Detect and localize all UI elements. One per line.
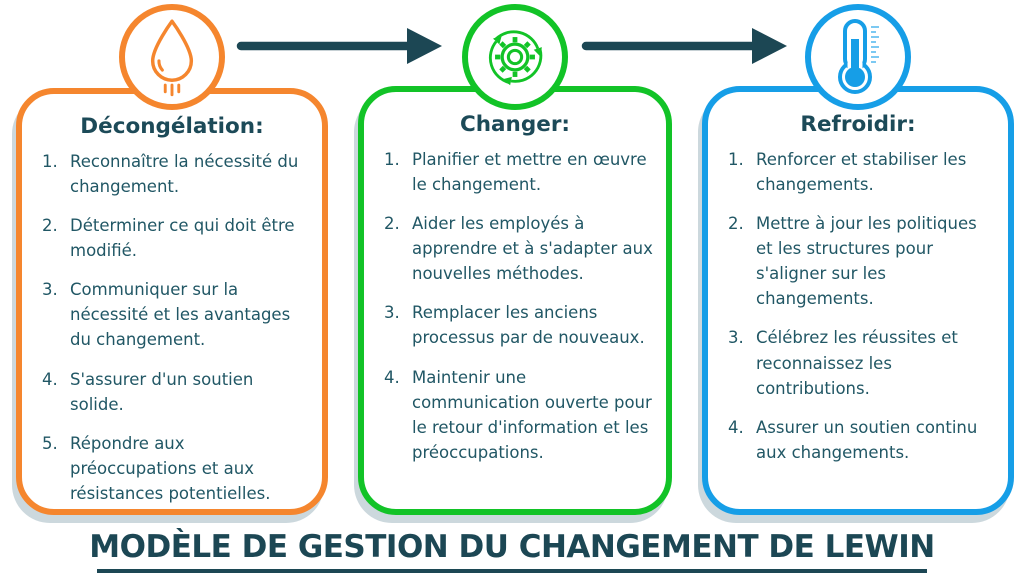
item-text: Maintenir une communication ouverte pour… <box>412 367 652 462</box>
list-item: 1. Planifier et mettre en œuvre le change… <box>384 147 654 197</box>
item-number: 1. <box>384 150 400 169</box>
item-number: 2. <box>728 214 744 234</box>
list-item: 3. Célébrez les réussites et reconnaissez… <box>728 325 996 400</box>
item-number: 3. <box>42 280 58 300</box>
item-number: 3. <box>384 303 400 323</box>
list-item: 4. Maintenir une communication ouverte po… <box>384 365 654 465</box>
thermometer-icon <box>838 19 879 94</box>
stage-step-list: 1. Reconnaître la nécessité du changement… <box>22 149 322 506</box>
item-text: Répondre aux préoccupations et aux résis… <box>70 433 271 503</box>
list-item: 2. Aider les employés à apprendre et à s'… <box>384 211 654 286</box>
stage-step-list: 1. Renforcer et stabiliser les changement… <box>708 147 1008 465</box>
stage-icon-circle <box>462 4 568 110</box>
item-text: Remplacer les anciens processus par de n… <box>412 303 645 348</box>
arrow-right-icon <box>581 28 787 64</box>
item-number: 2. <box>42 216 58 236</box>
stage-card-change: Changer: 1. Planifier et mettre en œuvre … <box>358 86 672 515</box>
item-text: Reconnaître la nécessité du changement. <box>70 152 299 197</box>
item-text: Assurer un soutien continu aux changemen… <box>756 417 978 462</box>
item-number: 2. <box>384 214 400 234</box>
list-item: 4. Assurer un soutien continu aux changem… <box>728 415 996 465</box>
item-text: Communiquer sur la nécessité et les avan… <box>70 280 291 350</box>
list-item: 4. S'assurer d'un soutien solide. <box>42 367 310 417</box>
item-number: 1. <box>42 152 58 171</box>
stage-icon-circle <box>119 4 225 110</box>
item-number: 4. <box>384 367 400 387</box>
item-number: 4. <box>728 417 744 437</box>
page-title: MODÈLE DE GESTION DU CHANGEMENT DE LEWIN <box>89 529 935 565</box>
stage-card-refreeze: Refroidir: 1. Renforcer et stabiliser les… <box>702 86 1014 515</box>
item-text: S'assurer d'un soutien solide. <box>70 369 254 414</box>
list-item: 3. Communiquer sur la nécessité et les av… <box>42 277 310 352</box>
list-item: 2. Mettre à jour les politiques et les st… <box>728 211 996 311</box>
stage-title: Refroidir: <box>800 112 916 137</box>
stage-card-unfreeze: Décongélation: 1. Reconnaître la nécessit… <box>16 88 328 515</box>
item-text: Aider les employés à apprendre et à s'ad… <box>412 214 653 284</box>
item-number: 1. <box>728 150 744 169</box>
item-text: Mettre à jour les politiques et les stru… <box>756 214 977 309</box>
arrow-right-icon <box>236 28 442 64</box>
item-text: Célébrez les réussites et reconnaissez l… <box>756 328 958 398</box>
stage-icon-circle <box>805 4 911 110</box>
item-number: 3. <box>728 328 744 348</box>
list-item: 5. Répondre aux préoccupations et aux rés… <box>42 431 310 506</box>
list-item: 2. Déterminer ce qui doit être modifié. <box>42 213 310 263</box>
item-text: Déterminer ce qui doit être modifié. <box>70 216 295 261</box>
item-number: 5. <box>42 433 58 453</box>
list-item: 1. Reconnaître la nécessité du changement… <box>42 149 310 199</box>
gear-cycle-icon <box>488 30 543 86</box>
item-number: 4. <box>42 369 58 389</box>
water-drop-icon <box>150 19 194 97</box>
list-item: 1. Renforcer et stabiliser les changement… <box>728 147 996 197</box>
stage-title: Décongélation: <box>80 114 264 139</box>
list-item: 3. Remplacer les anciens processus par de… <box>384 300 654 350</box>
stage-title: Changer: <box>459 112 571 137</box>
title-underline <box>97 569 927 573</box>
item-text: Planifier et mettre en œuvre le changeme… <box>412 150 647 195</box>
stage-step-list: 1. Planifier et mettre en œuvre le change… <box>364 147 666 465</box>
item-text: Renforcer et stabiliser les changements. <box>756 150 967 195</box>
